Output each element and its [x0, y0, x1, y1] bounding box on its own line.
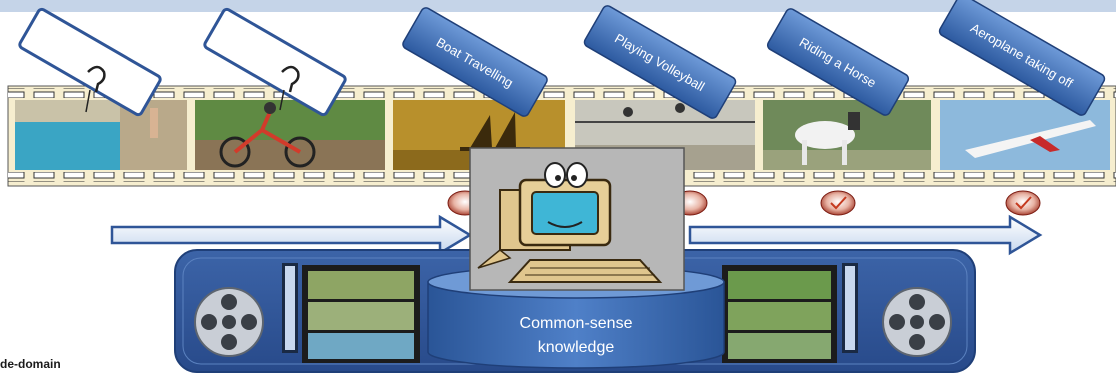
frame-aeroplane	[940, 100, 1110, 170]
tag-1	[203, 7, 347, 117]
status-badge-icon	[1005, 190, 1041, 216]
knowledge-label-line2: knowledge	[538, 339, 615, 356]
film-strip-icon	[842, 263, 858, 353]
clip-stack-right	[722, 265, 837, 363]
film-strip-icon	[282, 263, 298, 353]
tag-0	[18, 7, 162, 117]
tag-1-string	[279, 89, 285, 111]
status-badge-icon	[820, 190, 856, 216]
frame-pool-diving	[15, 100, 187, 170]
frame-cycling	[195, 100, 385, 170]
corner-caption: de-domain	[0, 357, 61, 371]
flow-arrow-right	[688, 214, 1043, 256]
film-reel-icon	[882, 287, 952, 357]
computer-mascot-icon	[469, 147, 685, 291]
clip-stack-left	[302, 265, 420, 363]
top-band	[0, 0, 1116, 12]
frame-horse-riding	[763, 100, 931, 170]
flow-arrow-left	[110, 214, 473, 256]
tag-0-string	[85, 89, 91, 113]
question-mark-icon	[87, 65, 106, 93]
knowledge-label-line1: Common-sense	[520, 315, 633, 332]
film-reel-icon	[194, 287, 264, 357]
question-mark-icon	[281, 65, 300, 93]
